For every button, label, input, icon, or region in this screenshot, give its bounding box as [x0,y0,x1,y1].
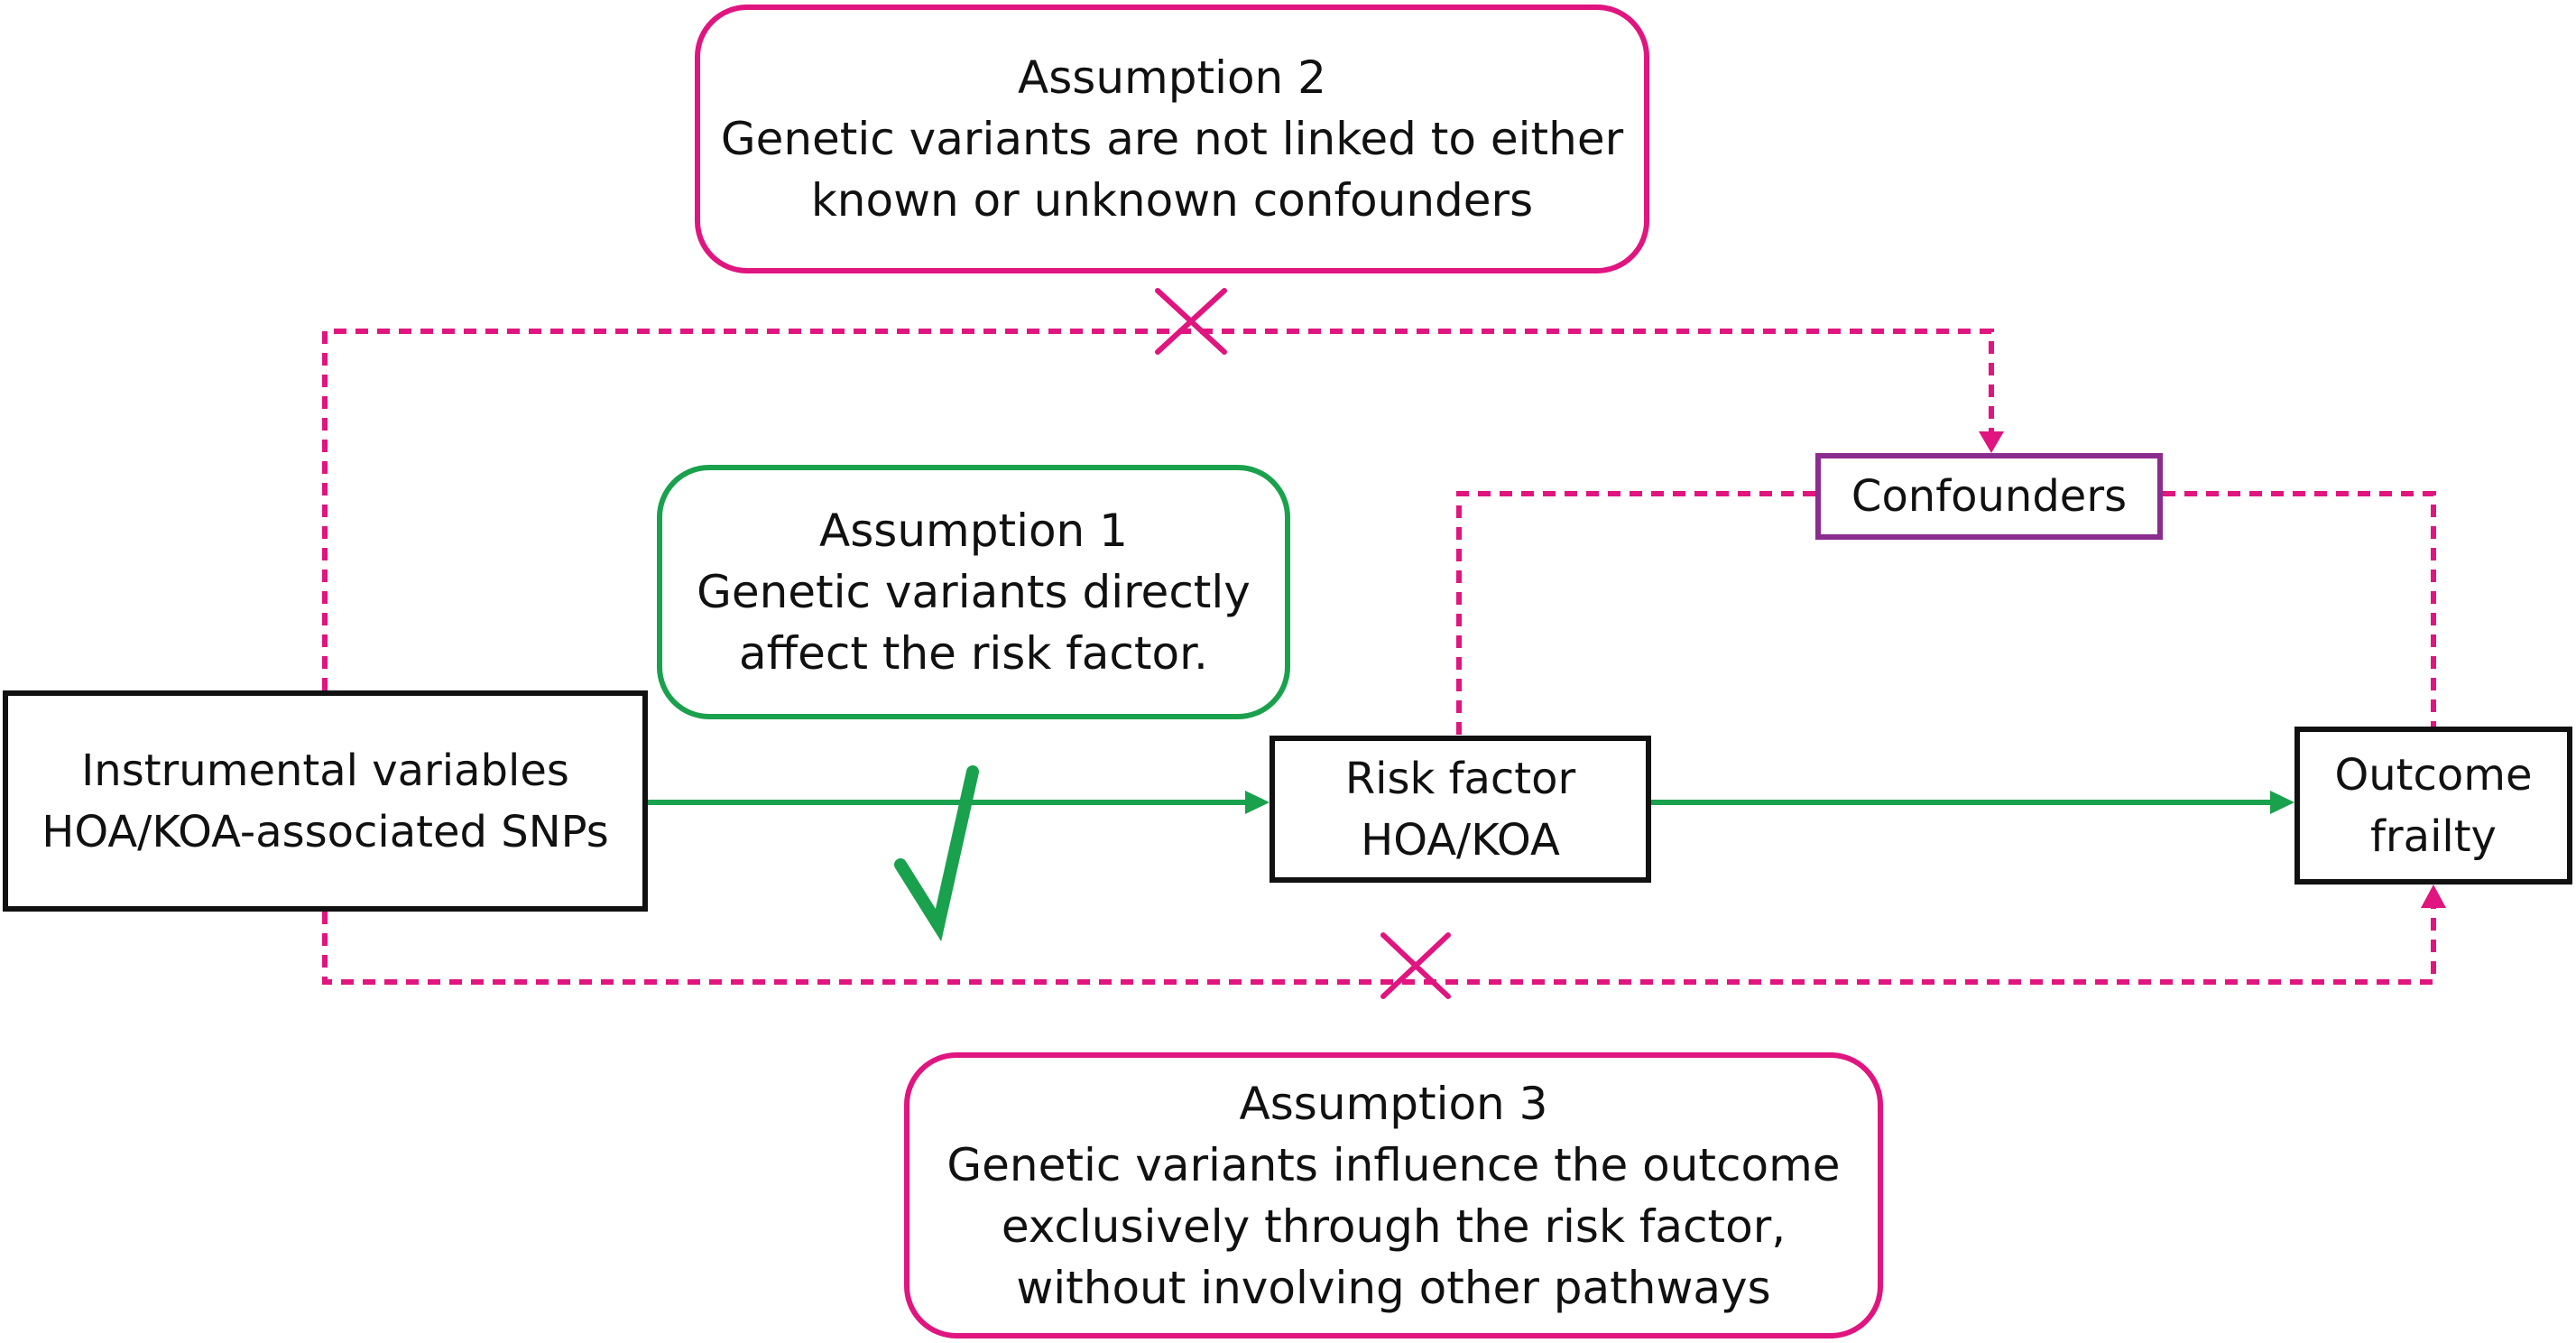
assumption-1-check-mark [894,765,979,942]
confounders-label: Confounders [1851,471,2128,522]
assumption-1-line-2: affect the risk factor. [739,627,1208,680]
assumption-3-line-1: Genetic variants influence the outcome [946,1138,1841,1191]
assumption-3-path [322,907,2436,985]
assumption-1-box: Assumption 1 Genetic variants directly a… [657,465,1290,719]
assumption-2-line-1: Genetic variants are not linked to eithe… [720,113,1624,165]
assumption-3-box: Assumption 3 Genetic variants influence … [904,1052,1883,1338]
outcome-subtitle: frailty [2370,810,2497,862]
confounders-arrowhead [1979,431,2004,453]
outcome-title: Outcome [2334,749,2533,801]
instrumental-variables-node: Instrumental variables HOA/KOA-associate… [3,690,648,912]
assumption-1-line-1: Genetic variants directly [697,566,1251,618]
outcome-green-arrowhead [2270,791,2294,814]
assumption-2-path [322,329,1994,690]
risk-factor-node: Risk factor HOA/KOA [1270,736,1651,883]
assumption-3-line-3: without involving other pathways [1016,1261,1771,1314]
instrumental-variables-subtitle: HOA/KOA-associated SNPs [42,806,609,857]
confounders-to-outcome-path [2163,491,2436,727]
confounders-node: Confounders [1815,453,2163,540]
assumption-3-line-2: exclusively through the risk factor, [1001,1199,1787,1253]
assumption-1-title: Assumption 1 [819,505,1128,557]
assumption-2-title: Assumption 2 [1018,51,1326,104]
risk-factor-title: Risk factor [1344,753,1576,804]
assumption-3-title: Assumption 3 [1239,1077,1548,1130]
outcome-arrowhead [2421,885,2446,908]
assumption-3-cross-mark [1380,932,1451,999]
risk-factor-subtitle: HOA/KOA [1361,814,1560,866]
outcome-node: Outcome frailty [2294,727,2572,885]
assumption-2-box: Assumption 2 Genetic variants are not li… [695,5,1649,273]
confounders-to-risk-factor-path [1456,491,1815,736]
instrumental-variables-title: Instrumental variables [81,745,569,796]
assumption-2-cross-mark [1155,288,1227,355]
risk-factor-arrowhead [1245,791,1270,814]
assumption-2-line-2: known or unknown confounders [810,174,1534,227]
